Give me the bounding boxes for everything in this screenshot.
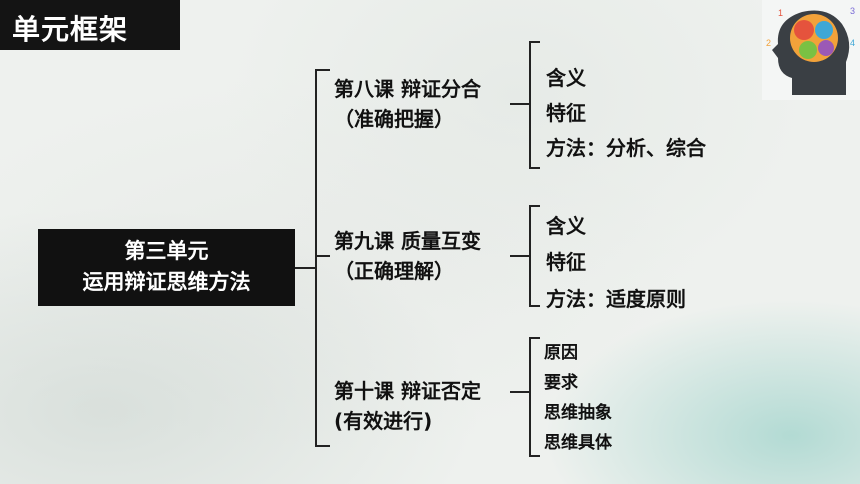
lesson-8-node: 第八课 辩证分合 （准确把握） <box>334 74 481 134</box>
root-node: 第三单元 运用辩证思维方法 <box>38 229 295 306</box>
title-banner: 单元框架 <box>0 0 180 50</box>
root-title: 第三单元 <box>124 239 209 263</box>
digit-2: 2 <box>766 38 771 48</box>
lesson-10-item-4: 思维具体 <box>544 433 612 453</box>
brain-head-icon: 1 3 2 4 <box>762 0 860 100</box>
root-subtitle: 运用辩证思维方法 <box>82 270 251 294</box>
lesson-10-item-2: 要求 <box>544 373 578 393</box>
lesson-8-subtitle: （准确把握） <box>334 107 454 131</box>
lesson-10-item-1: 原因 <box>544 343 578 363</box>
digit-4: 4 <box>850 38 855 48</box>
lesson-10-node: 第十课 辩证否定 (有效进行) <box>334 376 481 436</box>
lesson-8-item-2: 特征 <box>546 101 586 125</box>
digit-3: 3 <box>850 6 855 16</box>
lesson-8-item-1: 含义 <box>546 66 586 90</box>
lesson-9-item-1: 含义 <box>546 214 586 238</box>
lesson-8-item-3: 方法：分析、综合 <box>546 136 706 160</box>
lesson-9-item-3: 方法：适度原则 <box>546 287 686 311</box>
lesson-8-title: 第八课 辩证分合 <box>334 77 481 101</box>
lesson-10-title: 第十课 辩证否定 <box>334 379 481 403</box>
lesson-9-item-2: 特征 <box>546 250 586 274</box>
lesson-10-subtitle: (有效进行) <box>334 409 433 433</box>
lesson-9-title: 第九课 质量互变 <box>334 229 481 253</box>
lesson-9-node: 第九课 质量互变 （正确理解） <box>334 226 481 286</box>
digit-1: 1 <box>778 8 783 18</box>
lesson-10-item-3: 思维抽象 <box>544 403 612 423</box>
slide-title: 单元框架 <box>12 13 129 46</box>
lesson-9-subtitle: （正确理解） <box>334 259 454 283</box>
